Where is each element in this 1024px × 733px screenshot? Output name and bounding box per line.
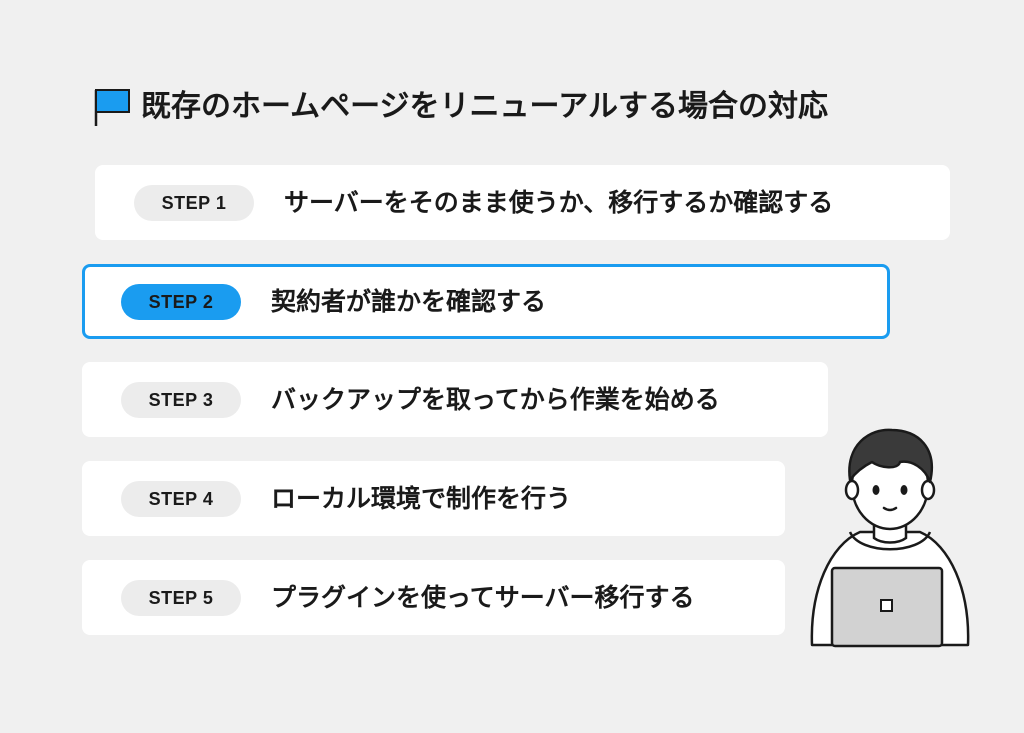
- step-text: プラグインを使ってサーバー移行する: [271, 582, 695, 612]
- flag-icon: [94, 89, 130, 126]
- step-text: サーバーをそのまま使うか、移行するか確認する: [284, 187, 834, 217]
- page-title: 既存のホームページをリニューアルする場合の対応: [141, 89, 828, 124]
- step-card-3: STEP 3 バックアップを取ってから作業を始める: [82, 362, 828, 437]
- step-card-1: STEP 1 サーバーをそのまま使うか、移行するか確認する: [95, 165, 950, 240]
- person-with-laptop-icon: [810, 428, 970, 648]
- step-text: バックアップを取ってから作業を始める: [271, 384, 720, 414]
- step-badge: STEP 2: [121, 283, 241, 320]
- step-card-5: STEP 5 プラグインを使ってサーバー移行する: [82, 560, 785, 635]
- step-text: 契約者が誰かを確認する: [271, 286, 547, 316]
- step-badge: STEP 1: [134, 184, 254, 221]
- step-badge: STEP 4: [121, 480, 241, 517]
- step-badge: STEP 5: [121, 579, 241, 616]
- step-card-4: STEP 4 ローカル環境で制作を行う: [82, 461, 785, 536]
- step-text: ローカル環境で制作を行う: [271, 483, 572, 513]
- step-badge: STEP 3: [121, 381, 241, 418]
- step-card-2: STEP 2 契約者が誰かを確認する: [82, 264, 890, 339]
